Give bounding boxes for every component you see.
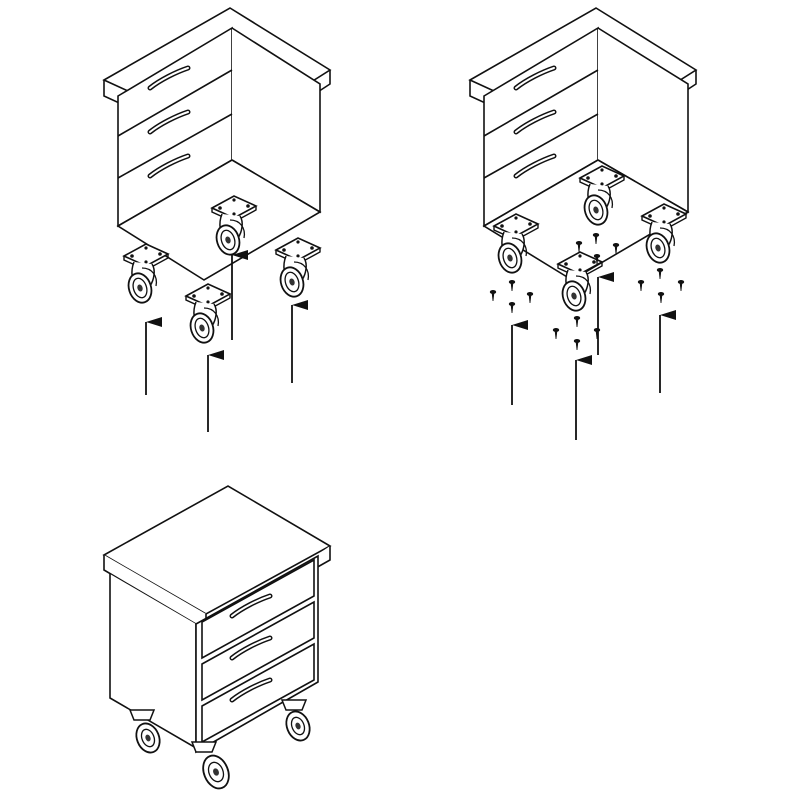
step-2-fasten-screws (468, 7, 698, 440)
caster-icon (275, 237, 321, 301)
arrows-step-2 (511, 272, 676, 440)
caster-icon (557, 251, 603, 315)
step-3-finished-cabinet (102, 485, 332, 790)
caster-icon (123, 243, 169, 307)
caster-icon (280, 699, 311, 742)
cabinet-body-step-1 (102, 7, 332, 281)
screw-icon (573, 339, 581, 350)
step-1-attach-casters (102, 7, 332, 432)
screw-icon (508, 302, 516, 313)
cabinet-body-step-3 (102, 485, 332, 754)
cabinet-body-step-2 (468, 7, 698, 281)
screw-icon (573, 316, 581, 327)
caster-icon (185, 283, 231, 347)
screw-icon (656, 268, 664, 279)
screw-icon (593, 328, 601, 339)
casters-step-3 (128, 699, 311, 790)
arrows-step-1 (145, 250, 308, 432)
screw-icon (526, 292, 534, 303)
screw-icon (677, 280, 685, 291)
screw-icon (489, 290, 497, 301)
screw-icon (508, 280, 516, 291)
caster-icon (190, 741, 230, 790)
screw-icon (657, 292, 665, 303)
screw-icon (552, 328, 560, 339)
screw-icon (637, 280, 645, 291)
caster-icon (128, 709, 161, 754)
